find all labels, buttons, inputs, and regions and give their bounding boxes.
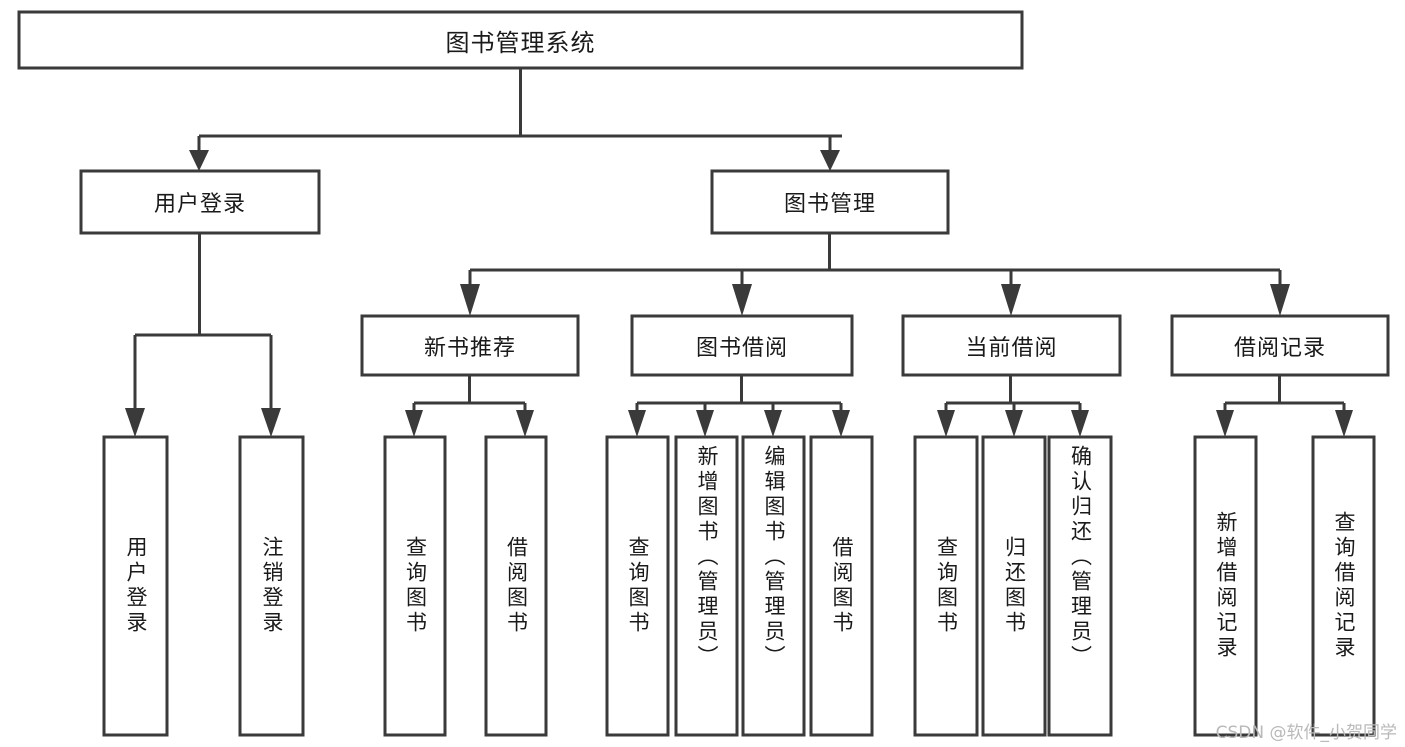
arrowhead-borrow-leaf-1-icon	[628, 410, 646, 437]
arrowhead-borrow-leaf-3-icon	[764, 410, 782, 437]
leaf-user-login-1-box[interactable]	[102, 435, 169, 737]
arrowhead-userlogin-leaf-1-icon	[125, 408, 145, 437]
leaf-borrow-1-box[interactable]	[605, 435, 670, 737]
leaf-borrow-2-box[interactable]	[674, 435, 739, 737]
arrowhead-current-leaf-1-icon	[937, 410, 955, 437]
leaf-current-3-box[interactable]	[1047, 435, 1113, 737]
leaf-record-1-box[interactable]	[1193, 435, 1258, 737]
leaf-recommend-2-box[interactable]	[484, 435, 548, 737]
node-root-box[interactable]	[17, 10, 1024, 70]
node-user-login-box[interactable]	[79, 169, 321, 235]
leaf-current-2-box[interactable]	[981, 435, 1047, 737]
node-book-management-box[interactable]	[710, 169, 950, 235]
node-new-book-recommend-box[interactable]	[360, 314, 580, 377]
arrowhead-level2-4-icon	[1270, 284, 1290, 316]
arrowhead-record-leaf-1-icon	[1216, 410, 1234, 437]
node-current-borrow-box[interactable]	[901, 314, 1122, 377]
arrowhead-level2-1-icon	[460, 284, 480, 316]
arrowhead-current-leaf-2-icon	[1005, 410, 1023, 437]
arrowhead-root-to-userlogin-icon	[189, 150, 209, 171]
leaf-borrow-3-box[interactable]	[741, 435, 806, 737]
arrowhead-level2-2-icon	[732, 284, 752, 316]
arrowhead-record-leaf-2-icon	[1335, 410, 1353, 437]
arrowhead-root-to-bookmgmt-icon	[820, 150, 840, 171]
leaf-borrow-4-box[interactable]	[809, 435, 874, 737]
leaf-current-1-box[interactable]	[913, 435, 979, 737]
arrowhead-recommend-leaf-1-icon	[405, 410, 423, 437]
leaf-recommend-1-box[interactable]	[383, 435, 447, 737]
arrowhead-borrow-leaf-2-icon	[696, 410, 714, 437]
arrowhead-recommend-leaf-2-icon	[516, 410, 534, 437]
arrowhead-userlogin-leaf-2-icon	[261, 408, 281, 437]
arrowhead-level2-3-icon	[1001, 284, 1021, 316]
arrowhead-current-leaf-3-icon	[1071, 410, 1089, 437]
leaf-user-login-2-box[interactable]	[238, 435, 305, 737]
leaf-record-2-box[interactable]	[1311, 435, 1376, 737]
arrowhead-borrow-leaf-4-icon	[832, 410, 850, 437]
node-borrow-record-box[interactable]	[1170, 314, 1390, 377]
node-book-borrow-box[interactable]	[630, 314, 854, 377]
